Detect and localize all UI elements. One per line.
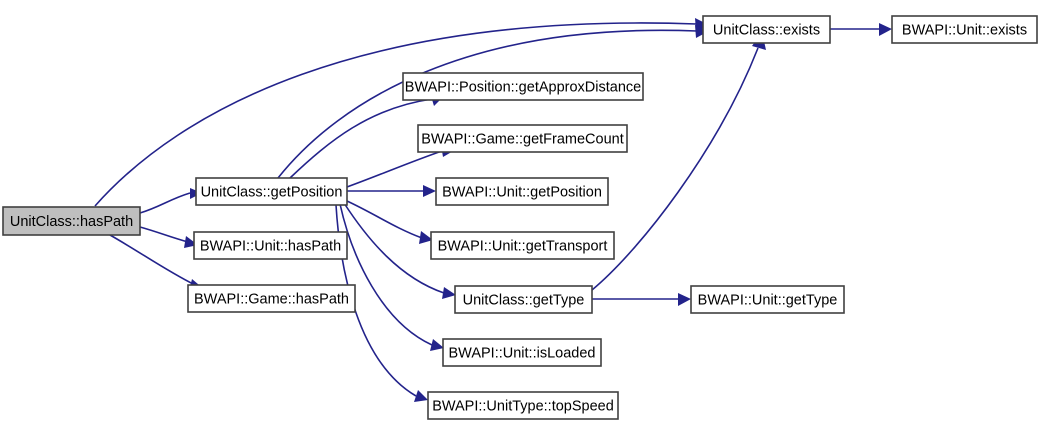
node-box[interactable] — [2, 206, 141, 236]
graph-node-getFrameCount[interactable]: BWAPI::Game::getFrameCount — [417, 124, 628, 153]
node-label: UnitClass::getPosition — [201, 184, 343, 200]
graph-node-unitclass_exists[interactable]: UnitClass::exists — [702, 15, 831, 44]
call-edge-getType-to-unit_getType — [592, 293, 691, 306]
node-label: BWAPI::UnitType::topSpeed — [432, 398, 614, 414]
graph-node-hasPath_root[interactable]: UnitClass::hasPath — [2, 206, 141, 236]
node-label: BWAPI::Unit::getTransport — [438, 238, 608, 254]
node-layer: UnitClass::hasPath UnitClass::getPosition… — [2, 15, 1038, 420]
graph-node-getApproxDistance[interactable]: BWAPI::Position::getApproxDistance — [402, 72, 644, 101]
node-box[interactable] — [417, 124, 628, 153]
edge-line — [339, 203, 433, 346]
arrowhead-icon — [442, 287, 456, 299]
node-label: UnitClass::hasPath — [10, 214, 133, 230]
node-label: UnitClass::getType — [463, 292, 585, 308]
node-label: BWAPI::Unit::getPosition — [442, 184, 602, 200]
graph-node-game_hasPath[interactable]: BWAPI::Game::hasPath — [187, 284, 356, 313]
arrowhead-icon — [678, 293, 691, 306]
edge-line — [346, 200, 423, 239]
graph-node-unit_exists[interactable]: BWAPI::Unit::exists — [891, 15, 1038, 44]
call-edge-getPosition-to-getTransport — [346, 200, 433, 244]
call-edge-getPosition-to-isLoaded — [339, 203, 444, 351]
edge-line — [346, 150, 443, 188]
node-label: UnitClass::exists — [713, 22, 820, 38]
edge-line — [343, 202, 445, 294]
graph-node-unit_hasPath[interactable]: BWAPI::Unit::hasPath — [193, 231, 348, 260]
node-label: BWAPI::Unit::isLoaded — [449, 345, 596, 361]
node-box[interactable] — [435, 177, 609, 206]
node-label: BWAPI::Game::getFrameCount — [421, 131, 624, 147]
edge-line — [139, 226, 189, 243]
edge-line — [94, 22, 698, 207]
arrowhead-icon — [879, 23, 892, 36]
edge-line — [109, 234, 196, 286]
call-edge-hasPath_root-to-getPosition — [139, 188, 202, 214]
node-label: BWAPI::Game::hasPath — [194, 291, 349, 307]
node-box[interactable] — [193, 231, 348, 260]
node-box[interactable] — [195, 177, 348, 206]
node-box[interactable] — [891, 15, 1038, 44]
graph-node-unit_getType[interactable]: BWAPI::Unit::getType — [690, 285, 845, 314]
node-label: BWAPI::Unit::hasPath — [200, 238, 341, 254]
call-edge-unitclass_exists-to-unit_exists — [830, 23, 892, 36]
node-box[interactable] — [187, 284, 356, 313]
node-label: BWAPI::Unit::getType — [698, 292, 838, 308]
arrowhead-icon — [430, 339, 444, 351]
edge-line — [591, 47, 759, 291]
graph-node-getTransport[interactable]: BWAPI::Unit::getTransport — [430, 231, 615, 260]
node-box[interactable] — [442, 338, 602, 367]
arrowhead-icon — [423, 185, 436, 197]
node-box[interactable] — [690, 285, 845, 314]
graph-node-unit_getPosition[interactable]: BWAPI::Unit::getPosition — [435, 177, 609, 206]
node-box[interactable] — [702, 15, 831, 44]
edge-line — [139, 192, 191, 214]
node-box[interactable] — [430, 231, 615, 260]
call-edge-getPosition-to-unitclass_exists — [277, 25, 709, 179]
call-edge-getType-to-unitclass_exists — [591, 32, 766, 291]
node-box[interactable] — [427, 391, 619, 420]
node-box[interactable] — [454, 285, 593, 314]
call-edge-getPosition-to-getType — [343, 202, 456, 299]
call-edge-getPosition-to-unit_getPosition — [347, 185, 436, 197]
arrowhead-icon — [695, 25, 709, 38]
graph-node-getPosition[interactable]: UnitClass::getPosition — [195, 177, 348, 206]
node-box[interactable] — [402, 72, 644, 101]
edge-line — [277, 29, 698, 179]
call-edge-hasPath_root-to-unit_hasPath — [139, 226, 198, 248]
call-edge-hasPath_root-to-unitclass_exists — [94, 18, 709, 207]
graph-node-getType[interactable]: UnitClass::getType — [454, 285, 593, 314]
graph-node-isLoaded[interactable]: BWAPI::Unit::isLoaded — [442, 338, 602, 367]
edge-line — [289, 98, 433, 179]
arrowhead-icon — [419, 231, 433, 244]
node-label: BWAPI::Position::getApproxDistance — [405, 79, 641, 95]
graph-node-topSpeed[interactable]: BWAPI::UnitType::topSpeed — [427, 391, 619, 420]
node-label: BWAPI::Unit::exists — [902, 22, 1027, 38]
arrowhead-icon — [414, 390, 428, 402]
